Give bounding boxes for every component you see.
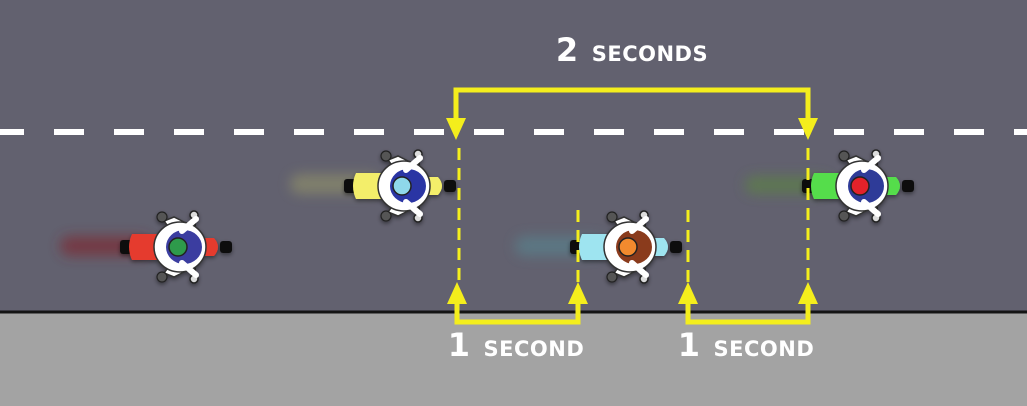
rider-green [802,149,914,223]
one-second-left-arrowheads [447,282,588,304]
rider-yellow [344,149,456,223]
two-seconds-unit: SECONDS [592,42,708,66]
two-seconds-label: 2 SECONDS [556,31,708,69]
two-second-arrowheads [446,118,818,140]
rider-cyan [570,210,682,284]
road-shoulder [0,312,1027,406]
one-second-bracket-right [685,302,811,325]
two-seconds-number: 2 [556,31,578,69]
reference-lines [457,148,810,282]
one-second-left-unit: SECOND [484,337,585,361]
rider-red [120,210,232,284]
one-second-right-unit: SECOND [714,337,815,361]
two-second-bracket [453,87,811,120]
one-second-left-number: 1 [448,326,470,364]
one-second-right-arrowheads [678,282,818,304]
one-second-right-label: 1 SECOND [678,326,815,364]
one-second-left-label: 1 SECOND [448,326,585,364]
one-second-bracket-left [454,302,581,325]
one-second-right-number: 1 [678,326,700,364]
